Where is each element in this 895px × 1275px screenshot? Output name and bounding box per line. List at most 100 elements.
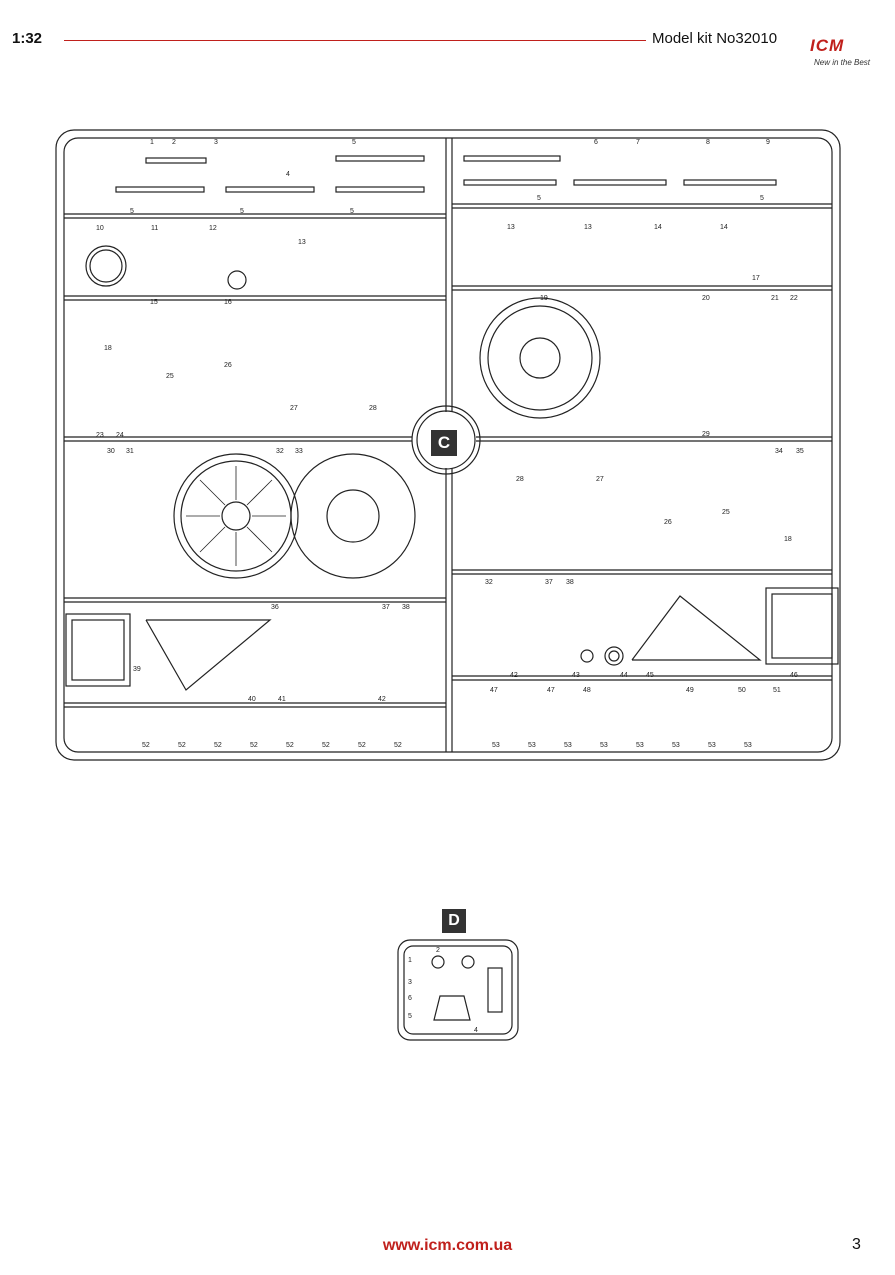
part-number: 30 xyxy=(107,448,115,455)
kit-number: Model kit No32010 xyxy=(652,30,778,47)
part-number: 27 xyxy=(290,405,298,412)
part-number: 24 xyxy=(116,432,124,439)
part-number: 27 xyxy=(596,476,604,483)
part-number: 44 xyxy=(620,672,628,679)
part-number: 53 xyxy=(636,742,644,749)
part-number: 18 xyxy=(784,536,792,543)
brand-name: ICM xyxy=(810,36,845,55)
icm-logo: ICM New in the Best xyxy=(800,34,882,76)
part-number: 28 xyxy=(516,476,524,483)
part-number: 53 xyxy=(564,742,572,749)
part-number: 25 xyxy=(722,509,730,516)
part-number: 31 xyxy=(126,448,134,455)
part-number: 42 xyxy=(510,672,518,679)
part-number: 47 xyxy=(547,687,555,694)
part-number: 37 xyxy=(545,579,553,586)
part-number: 12 xyxy=(209,225,217,232)
part-number: 8 xyxy=(706,139,710,146)
part-number: 2 xyxy=(172,139,176,146)
part-number: 38 xyxy=(402,604,410,611)
part-number: 32 xyxy=(276,448,284,455)
part-number: 53 xyxy=(744,742,752,749)
footer-url: www.icm.com.ua xyxy=(382,1237,513,1254)
part-number: 34 xyxy=(775,448,783,455)
part-number: 53 xyxy=(528,742,536,749)
part-number: 5 xyxy=(240,208,244,215)
part-number: 5 xyxy=(537,195,541,202)
part-number: 46 xyxy=(790,672,798,679)
part-number: 26 xyxy=(224,362,232,369)
part-number: 4 xyxy=(474,1027,478,1034)
part-number: 5 xyxy=(760,195,764,202)
part-number: 52 xyxy=(142,742,150,749)
part-number: 51 xyxy=(773,687,781,694)
part-number: 14 xyxy=(654,224,662,231)
part-number: 5 xyxy=(130,208,134,215)
part-number: 25 xyxy=(166,373,174,380)
part-number: 33 xyxy=(295,448,303,455)
part-number: 50 xyxy=(738,687,746,694)
part-number: 23 xyxy=(96,432,104,439)
part-number: 20 xyxy=(702,295,710,302)
part-number: 45 xyxy=(646,672,654,679)
part-number: 6 xyxy=(408,995,412,1002)
part-number: 3 xyxy=(214,139,218,146)
part-number: 19 xyxy=(540,295,548,302)
part-number: 39 xyxy=(133,666,141,673)
part-number: 13 xyxy=(298,239,306,246)
part-number: 6 xyxy=(594,139,598,146)
sprue-d-frame xyxy=(397,939,519,1041)
part-number: 16 xyxy=(224,299,232,306)
part-number: 21 xyxy=(771,295,779,302)
part-number: 36 xyxy=(271,604,279,611)
part-number: 52 xyxy=(286,742,294,749)
part-number: 9 xyxy=(766,139,770,146)
part-number: 52 xyxy=(214,742,222,749)
scale-label: 1:32 xyxy=(12,30,43,47)
part-number: 5 xyxy=(352,139,356,146)
wheel-part xyxy=(479,297,601,419)
sprue-d-label: D xyxy=(442,909,466,933)
part-number: 53 xyxy=(672,742,680,749)
part-number: 41 xyxy=(278,696,286,703)
part-number: 2 xyxy=(436,947,440,954)
part-number: 10 xyxy=(96,225,104,232)
part-number: 52 xyxy=(322,742,330,749)
part-number: 13 xyxy=(584,224,592,231)
part-number: 35 xyxy=(796,448,804,455)
part-number: 17 xyxy=(752,275,760,282)
part-number: 13 xyxy=(507,224,515,231)
part-number: 26 xyxy=(664,519,672,526)
part-number: 5 xyxy=(350,208,354,215)
part-number: 42 xyxy=(378,696,386,703)
sprue-c-frame xyxy=(55,129,841,761)
part-number: 22 xyxy=(790,295,798,302)
part-number: 53 xyxy=(708,742,716,749)
part-number: 32 xyxy=(485,579,493,586)
part-number: 49 xyxy=(686,687,694,694)
part-number: 40 xyxy=(248,696,256,703)
wheel-part xyxy=(290,453,416,579)
part-number: 43 xyxy=(572,672,580,679)
part-number: 52 xyxy=(394,742,402,749)
wheel-part xyxy=(173,453,299,579)
part-number: 53 xyxy=(600,742,608,749)
part-number: 52 xyxy=(178,742,186,749)
part-number: 28 xyxy=(369,405,377,412)
part-number: 53 xyxy=(492,742,500,749)
part-number: 18 xyxy=(104,345,112,352)
sprue-c-label: C xyxy=(431,430,457,456)
part-number: 5 xyxy=(408,1013,412,1020)
part-number: 52 xyxy=(358,742,366,749)
part-number: 37 xyxy=(382,604,390,611)
sprue-c-inner-frame xyxy=(63,137,833,753)
part-number: 4 xyxy=(286,171,290,178)
part-number: 48 xyxy=(583,687,591,694)
part-number: 11 xyxy=(151,225,158,232)
part-number: 1 xyxy=(150,139,154,146)
part-number: 14 xyxy=(720,224,728,231)
part-number: 3 xyxy=(408,979,412,986)
header-rule xyxy=(64,40,646,41)
part-number: 7 xyxy=(636,139,640,146)
